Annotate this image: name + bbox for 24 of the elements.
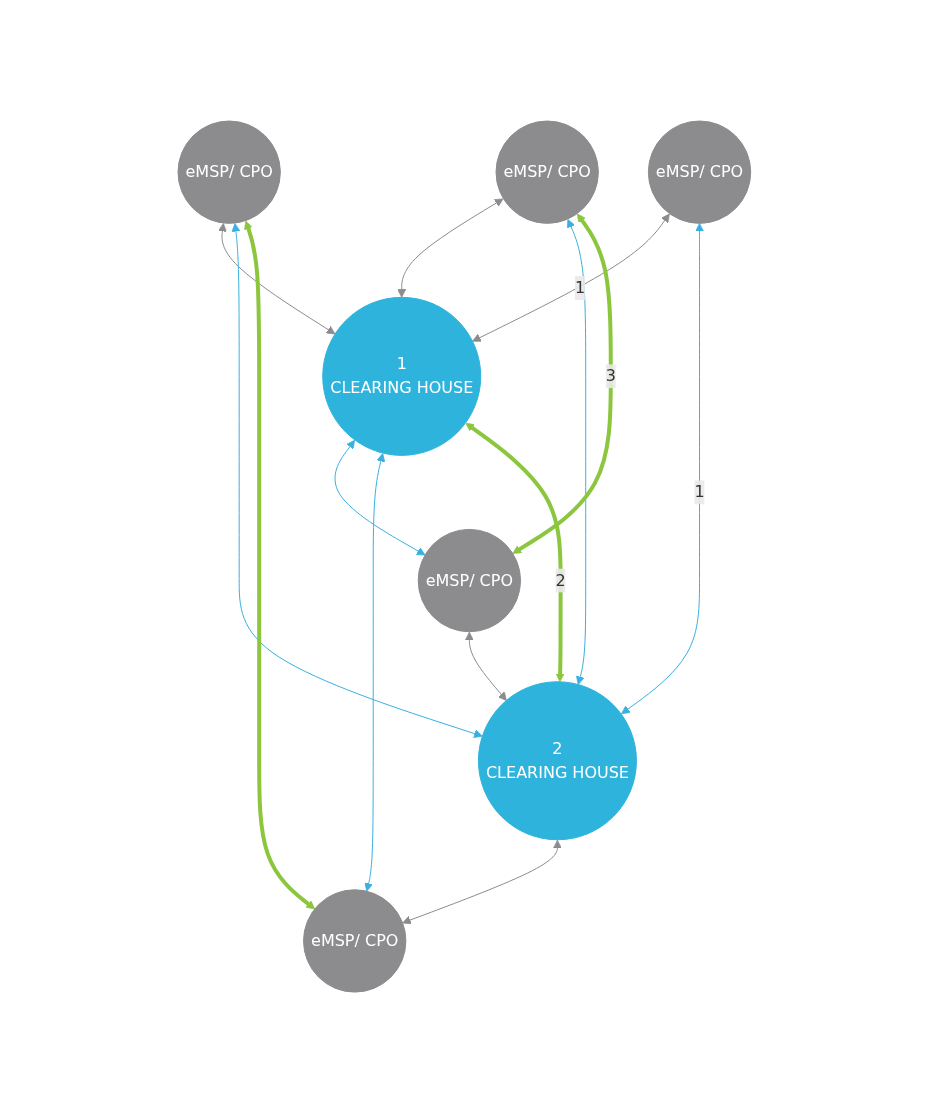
arrow (620, 223, 704, 715)
node-circle: eMSP/ CPO (177, 120, 281, 225)
node-circle: eMSP/ CPO (495, 120, 599, 225)
edge-label: 1 (694, 482, 705, 502)
node-circle: eMSP/ CPO (302, 889, 406, 994)
arrow (231, 223, 483, 739)
arrow (334, 440, 426, 556)
node-circle: 2 CLEARING HOUSE (477, 681, 637, 841)
node-circle: 1 CLEARING HOUSE (321, 297, 481, 457)
arrow (396, 198, 504, 299)
edge-label: 2 (555, 571, 566, 590)
arrow (471, 214, 670, 343)
node-circle: eMSP/ CPO (417, 529, 521, 633)
arrow (465, 423, 565, 683)
arrow (464, 632, 507, 702)
arrow (217, 223, 336, 335)
arrow (512, 214, 613, 555)
node-circle: eMSP/ CPO (647, 120, 751, 225)
arrow (243, 221, 315, 910)
arrow (401, 840, 562, 925)
edge-label: 3 (605, 366, 616, 386)
edge-label: 1 (574, 278, 585, 298)
arrow (364, 453, 385, 893)
arrow (566, 219, 586, 686)
